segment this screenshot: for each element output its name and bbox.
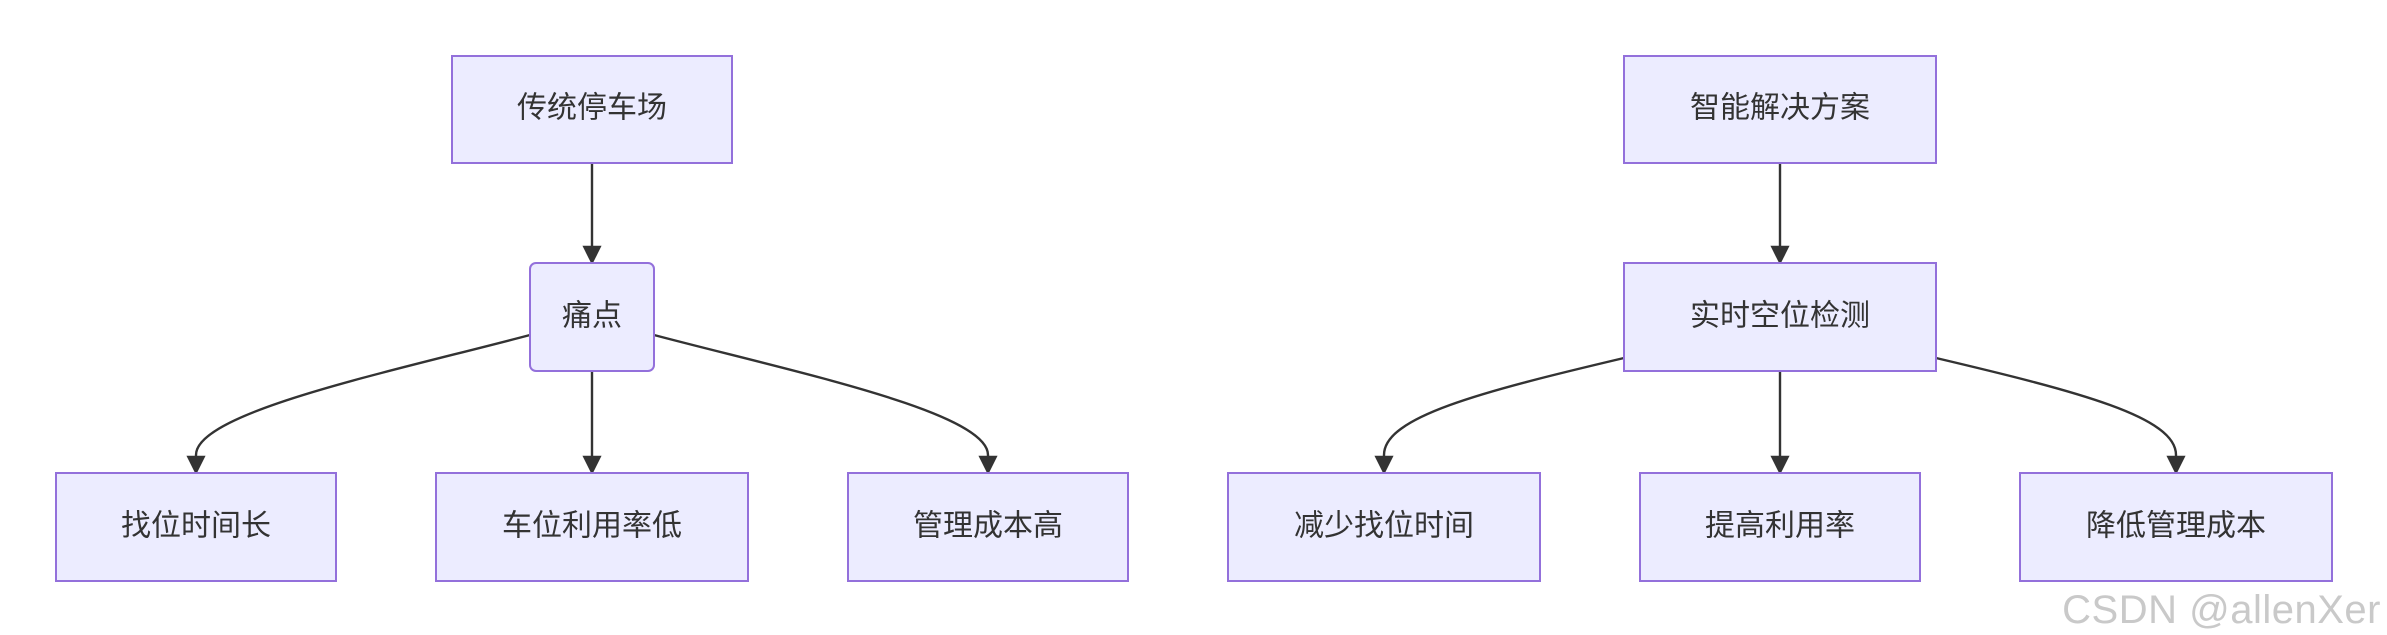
right-leaf-node-1[interactable]: 减少找位时间 — [1227, 472, 1541, 582]
left-leaf-node-3[interactable]: 管理成本高 — [847, 472, 1129, 582]
right-leaf-label-2: 提高利用率 — [1705, 509, 1855, 544]
left-root-label: 传统停车场 — [517, 91, 667, 126]
left-root-node[interactable]: 传统停车场 — [451, 55, 733, 164]
edge-right-middle-to-leaf-1 — [1374, 356, 1625, 475]
right-leaf-node-2[interactable]: 提高利用率 — [1639, 472, 1921, 582]
edge-left-middle-to-leaf-3 — [653, 333, 998, 475]
left-middle-label: 痛点 — [562, 299, 622, 334]
edge-right-middle-to-leaf-3 — [1935, 356, 2186, 475]
right-leaf-label-3: 降低管理成本 — [2086, 509, 2266, 544]
left-leaf-node-2[interactable]: 车位利用率低 — [435, 472, 749, 582]
left-middle-node[interactable]: 痛点 — [529, 262, 655, 372]
left-flow-edges — [186, 163, 998, 475]
right-middle-node[interactable]: 实时空位检测 — [1623, 262, 1937, 372]
left-leaf-label-2: 车位利用率低 — [502, 509, 682, 544]
right-leaf-node-3[interactable]: 降低管理成本 — [2019, 472, 2333, 582]
right-middle-label: 实时空位检测 — [1690, 299, 1870, 334]
right-root-label: 智能解决方案 — [1690, 91, 1870, 126]
left-leaf-label-3: 管理成本高 — [913, 509, 1063, 544]
right-leaf-label-1: 减少找位时间 — [1294, 509, 1474, 544]
right-flow-edges — [1374, 163, 2186, 475]
left-leaf-label-1: 找位时间长 — [121, 509, 271, 544]
right-root-node[interactable]: 智能解决方案 — [1623, 55, 1937, 164]
watermark-text: CSDN @allenXer — [2062, 588, 2381, 632]
edge-left-middle-to-leaf-1 — [186, 333, 531, 475]
left-leaf-node-1[interactable]: 找位时间长 — [55, 472, 337, 582]
